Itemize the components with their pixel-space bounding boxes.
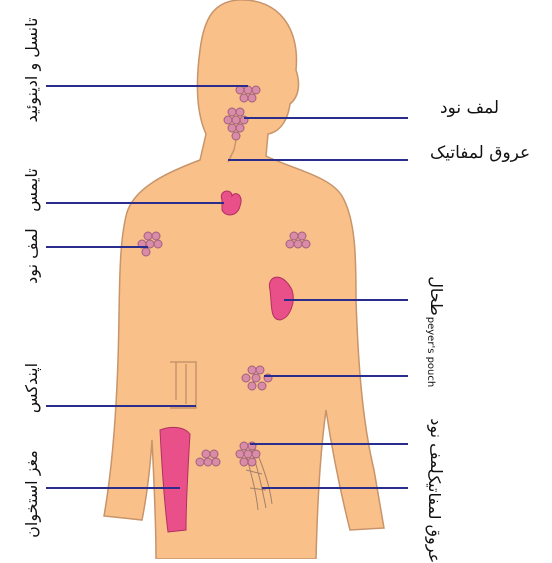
label-lymph-node-right-top: لمف نود [440, 100, 499, 117]
label-lymphatic-vessels-bottom: عروق لمفاتیک [426, 469, 442, 563]
label-spleen: طحال [428, 276, 444, 316]
body-silhouette [104, 0, 384, 559]
thymus-organ [221, 191, 241, 215]
label-lymph-node-right-bottom: لمف نود [428, 418, 444, 474]
label-appendix: اپندکس [24, 363, 40, 413]
label-peyers-pouch: peyer's pouch [425, 317, 435, 387]
label-thymus: تایمس [24, 168, 40, 211]
lymph-node-cluster-right-groin [236, 442, 260, 466]
label-lymphatic-vessels-top: عروق لمفاتیک [430, 145, 530, 162]
label-lymph-node-left: لمف نود [24, 228, 40, 284]
label-bone-marrow: مغز استخوان [24, 450, 40, 538]
label-tonsil-adenoid: تانسل و ادینوئید [24, 18, 40, 123]
